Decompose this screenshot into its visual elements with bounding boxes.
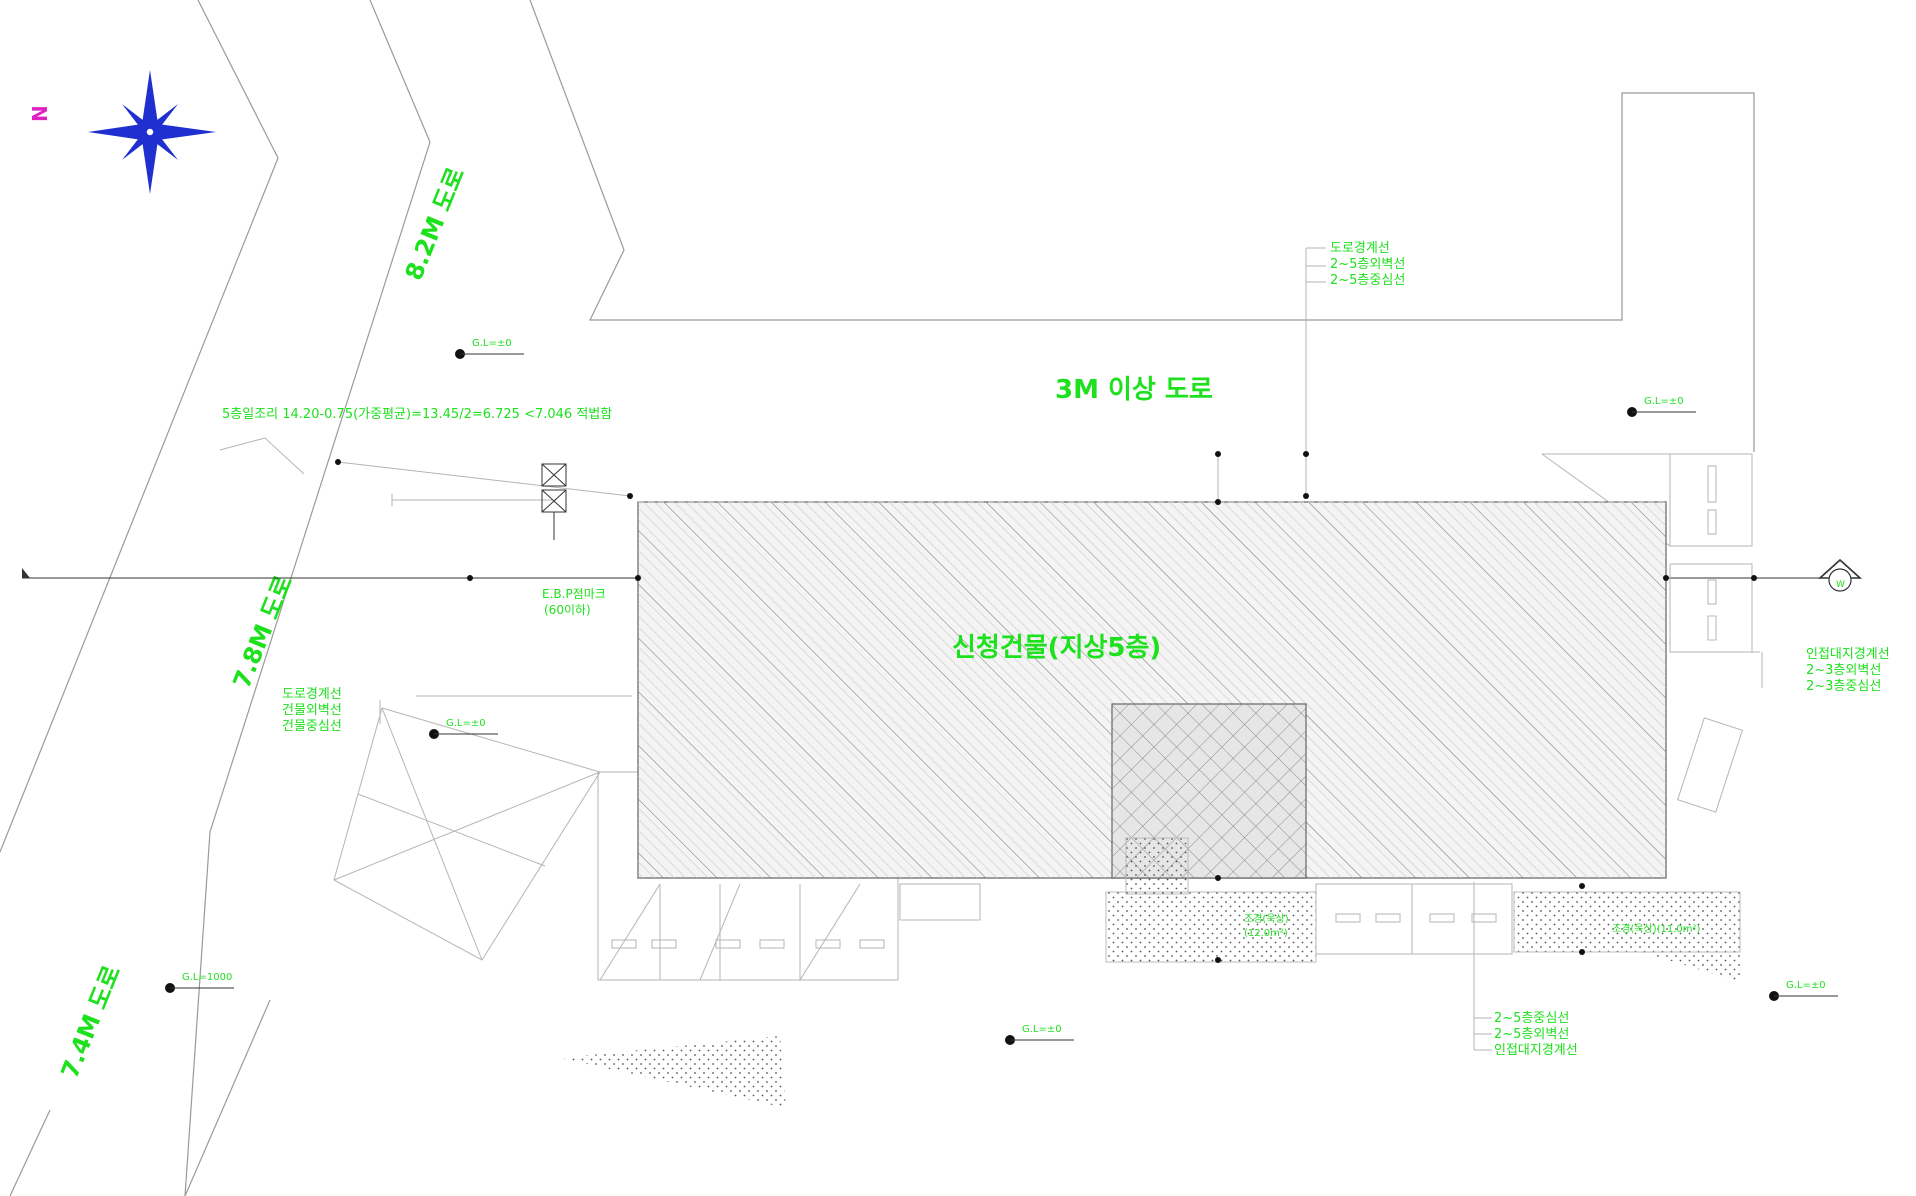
level-marker-gl1: G.L=±0 — [455, 338, 524, 359]
node-dots — [335, 451, 1757, 963]
section-marker-label: W — [1836, 580, 1845, 590]
svg-text:G.L=±0: G.L=±0 — [1786, 980, 1826, 991]
svg-text:G.L=1000: G.L=1000 — [182, 972, 232, 983]
level-marker-gl3: G.L=±0 — [429, 718, 498, 739]
ebp-mark-label: E.B.P점마크 — [542, 587, 606, 601]
road-label-7-8m: 7.8M 도로 — [228, 571, 299, 692]
landscape-areas — [560, 837, 1741, 1108]
sunlight-slant-note: 5층일조리 14.20-0.75(가중평균)=13.45/2=6.725 <7.… — [222, 407, 612, 422]
left-side-structures — [219, 437, 981, 981]
level-marker-gl6: G.L=±0 — [1769, 980, 1838, 1001]
leader-bottom-2: 2~5층외벽선 — [1494, 1027, 1569, 1042]
north-letter: N — [28, 105, 52, 122]
landscape-label-a-sub: (12.0m²) — [1244, 928, 1288, 939]
leader-right-2: 2~3층외벽선 — [1806, 663, 1881, 678]
ebp-mark-sub: (60이하) — [544, 603, 591, 617]
building-label: 신청건물(지상5층) — [952, 633, 1161, 663]
road-label-7-4m: 7.4M 도로 — [56, 961, 127, 1082]
level-marker-gl4: G.L=1000 — [165, 972, 234, 993]
leader-right-1: 인접대지경계선 — [1806, 647, 1890, 662]
leader-left-3: 건물중심선 — [282, 719, 342, 734]
leader-top-2: 2~5층외벽선 — [1330, 257, 1405, 272]
level-marker-gl5: G.L=±0 — [1005, 1024, 1074, 1045]
leader-right-3: 2~3층중심선 — [1806, 679, 1881, 694]
landscape-label-b: 조경(옥상)(11.0m²) — [1612, 922, 1701, 935]
road-label-3m: 3M 이상 도로 — [1055, 375, 1213, 405]
leader-top-3: 2~5층중심선 — [1330, 273, 1405, 288]
svg-text:G.L=±0: G.L=±0 — [1644, 396, 1684, 407]
svg-text:G.L=±0: G.L=±0 — [446, 718, 486, 729]
road-label-8-2m: 8.2M 도로 — [400, 163, 471, 284]
leader-bottom-1: 2~5층중심선 — [1494, 1011, 1569, 1026]
landscape-label-a: 조경(옥상) — [1244, 912, 1289, 925]
compass-rose-icon — [88, 70, 216, 194]
leader-left-1: 도로경계선 — [282, 687, 342, 702]
level-marker-gl2: G.L=±0 — [1627, 396, 1696, 417]
leader-bottom-3: 인접대지경계선 — [1494, 1043, 1578, 1058]
section-marker-icon — [1817, 558, 1863, 592]
column-marker — [541, 463, 567, 540]
road-outline-left — [0, 0, 1755, 1196]
svg-text:G.L=±0: G.L=±0 — [1022, 1024, 1062, 1035]
leader-top-1: 도로경계선 — [1330, 241, 1390, 256]
svg-text:G.L=±0: G.L=±0 — [472, 338, 512, 349]
leader-left-2: 건물외벽선 — [282, 703, 342, 718]
applied-building — [637, 501, 1667, 879]
